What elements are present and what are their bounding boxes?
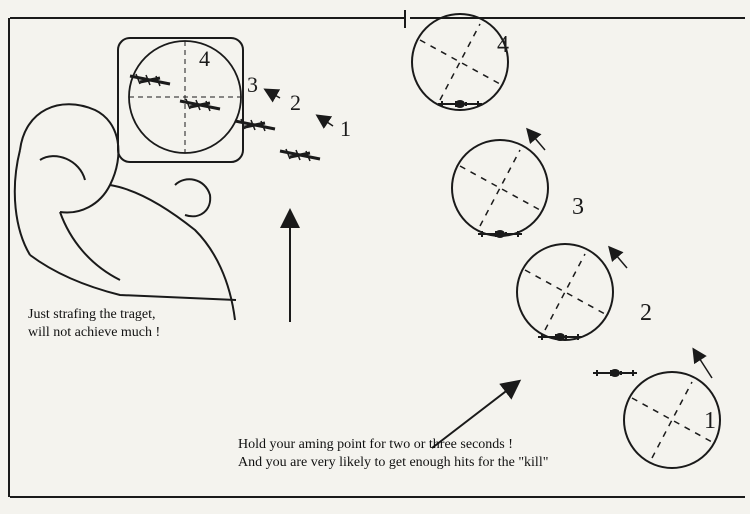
pilot-figure [13, 103, 237, 321]
sight-label-1: 1 [340, 116, 351, 141]
diagonal-arrow [431, 379, 522, 449]
sight-circle-2 [516, 243, 614, 341]
circle-label-1: 1 [704, 408, 716, 434]
caption-line: will not achieve much ! [28, 325, 161, 340]
aiming-caption: Hold your aming point for two or three s… [238, 436, 548, 472]
sight-label-4: 4 [199, 46, 210, 71]
sight-circle-1 [623, 371, 721, 469]
sight-label-3: 3 [247, 72, 258, 97]
circle-label-4: 4 [497, 32, 509, 58]
circle-label-3: 3 [572, 194, 584, 220]
caption-line: And you are very likely to get enough hi… [238, 455, 549, 470]
sight-sequence [411, 13, 721, 469]
strafing-caption: Just strafing the traget, will not achie… [28, 306, 160, 342]
approach-arrows [263, 88, 334, 129]
page-frame [8, 10, 745, 498]
circle-label-2: 2 [640, 300, 652, 326]
reflector-sight [117, 37, 244, 163]
attacking-planes [128, 72, 322, 163]
caption-line: Hold your aming point for two or three s… [238, 437, 513, 452]
sight-circle-4 [411, 13, 509, 111]
sight-label-2: 2 [290, 90, 301, 115]
caption-line: Just strafing the traget, [28, 307, 156, 322]
sight-circle-3 [451, 139, 549, 237]
